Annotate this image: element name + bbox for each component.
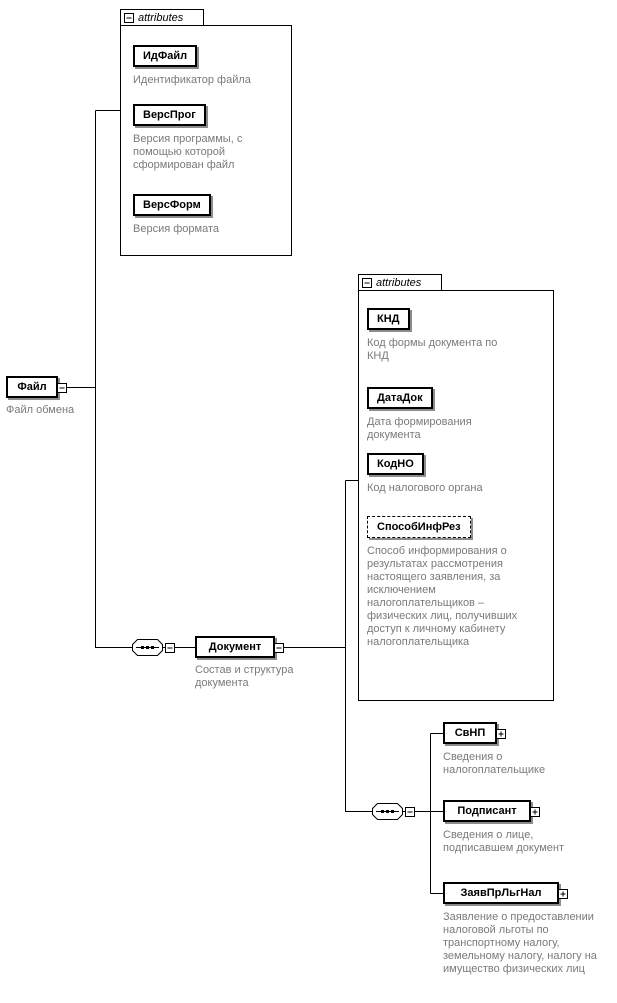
attributes-group-document-tab: attributes [358, 274, 442, 291]
element-zayavprlgnal[interactable]: ЗаявПрЛьгНал [443, 882, 559, 904]
collapse-icon[interactable] [124, 12, 134, 23]
attribute-caption: Идентификатор файла [133, 74, 251, 86]
attribute-versprog[interactable]: ВерсПрог [133, 104, 206, 126]
attribute-idfile[interactable]: ИдФайл [133, 45, 198, 67]
attributes-group-label: attributes [138, 11, 184, 24]
attribute-caption: Версия формата [133, 223, 219, 235]
element-caption: Файл обмена [6, 404, 75, 416]
expand-icon[interactable] [558, 889, 568, 899]
element-file[interactable]: Файл [6, 376, 58, 398]
element-caption: Заявление о предоставлении налоговой льг… [443, 911, 597, 975]
element-podpisant[interactable]: Подписант [443, 800, 531, 822]
expand-icon[interactable] [530, 807, 540, 817]
expand-icon[interactable] [496, 729, 506, 739]
element-caption: Состав и структура документа [195, 664, 294, 689]
element-caption: Сведения о лице, подписавшем документ [443, 829, 565, 854]
attribute-caption: Версия программы, с помощью которой сфор… [133, 133, 243, 171]
collapse-icon[interactable] [57, 383, 67, 393]
collapse-icon[interactable] [405, 807, 415, 817]
collapse-icon[interactable] [165, 643, 175, 653]
element-caption: Сведения о налогоплательщике [443, 751, 546, 776]
attributes-group-file-tab: attributes [120, 9, 204, 26]
attribute-caption: Код налогового органа [367, 482, 483, 494]
attribute-caption: Код формы документа по КНД [367, 337, 498, 362]
attribute-sposobinfrez[interactable]: СпособИнфРез [367, 516, 471, 538]
element-document[interactable]: Документ [195, 636, 275, 658]
attribute-caption: Дата формирования документа [367, 416, 472, 441]
attribute-datadok[interactable]: ДатаДок [367, 387, 433, 409]
collapse-icon[interactable] [274, 643, 284, 653]
sequence-icon[interactable] [372, 803, 403, 820]
attribute-kodno[interactable]: КодНО [367, 453, 424, 475]
attributes-group-document [358, 290, 554, 701]
attribute-versform[interactable]: ВерсФорм [133, 194, 211, 216]
element-svnp[interactable]: СвНП [443, 722, 497, 744]
attribute-knd[interactable]: КНД [367, 308, 410, 330]
attribute-caption: Способ информирования о результатах расс… [367, 545, 518, 648]
attributes-group-label: attributes [376, 276, 422, 289]
sequence-icon[interactable] [132, 639, 163, 656]
collapse-icon[interactable] [362, 277, 372, 288]
